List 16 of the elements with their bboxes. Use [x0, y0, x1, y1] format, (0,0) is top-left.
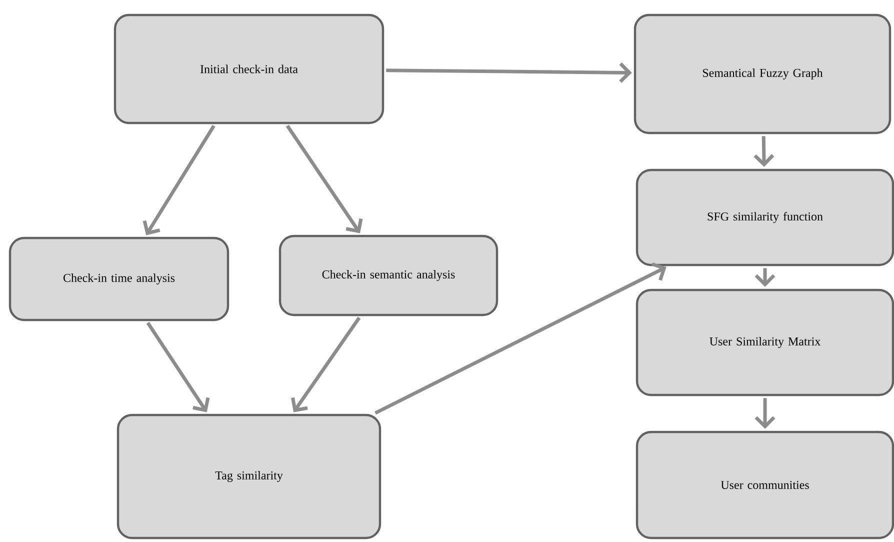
process-box: Initial check-in data	[114, 14, 384, 124]
arrow	[754, 398, 776, 429]
arrow	[142, 124, 216, 236]
process-box: Tag similarity	[116, 414, 382, 540]
process-box: User Similarity Matrix	[636, 288, 894, 396]
arrow	[291, 316, 361, 412]
process-box: Check-in time analysis	[8, 236, 230, 322]
arrow	[286, 124, 363, 234]
process-box: SFG similarity function	[636, 168, 894, 266]
arrow	[146, 322, 210, 412]
process-box: Semantical Fuzzy Graph	[634, 14, 892, 134]
arrow	[374, 262, 666, 415]
arrow	[754, 136, 774, 167]
process-box: Check-in semantic analysis	[278, 234, 498, 316]
process-box: User communities	[636, 430, 894, 540]
arrow	[386, 62, 632, 83]
